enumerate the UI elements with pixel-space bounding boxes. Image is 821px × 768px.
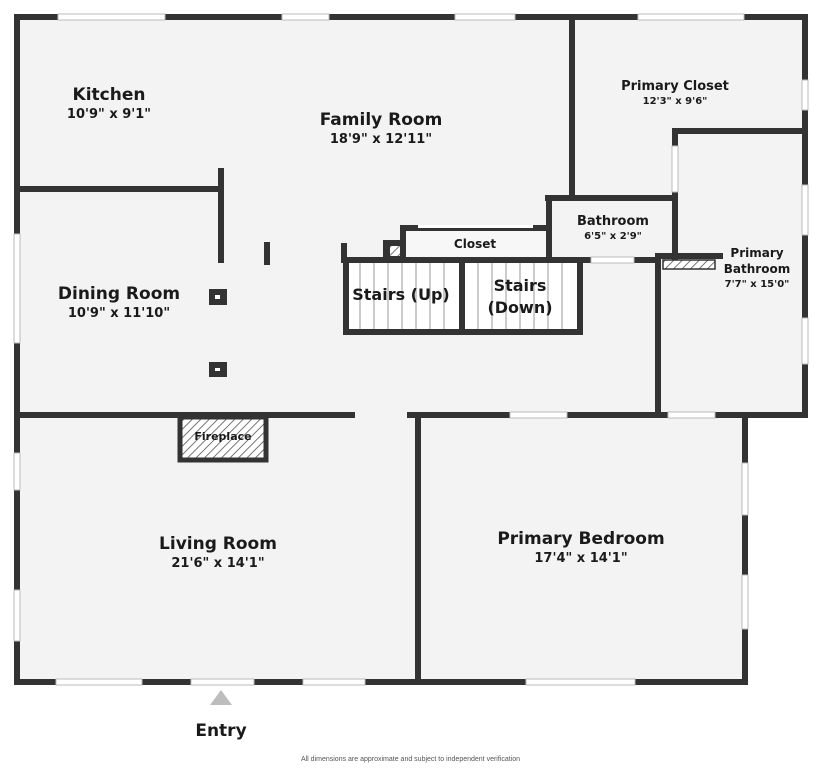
stairs-down-treads xyxy=(464,263,579,330)
disclaimer: All dimensions are approximate and subje… xyxy=(300,756,521,763)
kitchen-dim: 10'9" x 9'1" xyxy=(67,107,151,122)
primary-bathroom-name-line2: Bathroom xyxy=(724,262,790,276)
primary-bathroom-dim: 7'7" x 15'0" xyxy=(725,279,790,290)
dining-room-dim: 10'9" x 11'10" xyxy=(68,306,170,321)
family-room-dim: 18'9" x 12'11" xyxy=(330,132,432,147)
bathroom-name: Bathroom xyxy=(577,214,649,229)
stairs-up-treads xyxy=(346,263,460,330)
stairs-up-label: Stairs (Up) xyxy=(352,285,450,304)
primary-closet-dim: 12'3" x 9'6" xyxy=(643,96,708,107)
primary-bathroom-name-line1: Primary xyxy=(730,246,783,260)
columns xyxy=(209,244,402,377)
fireplace-label: Fireplace xyxy=(194,430,251,443)
primary-bedroom-dim: 17'4" x 14'1" xyxy=(534,551,627,566)
room-labels: Kitchen 10'9" x 9'1" Family Room 18'9" x… xyxy=(58,79,790,741)
bathroom-dim: 6'5" x 2'9" xyxy=(584,231,642,242)
bath-hatch xyxy=(662,259,716,270)
entry-arrow-icon xyxy=(210,690,232,705)
primary-closet-name: Primary Closet xyxy=(621,79,729,94)
living-room-dim: 21'6" x 14'1" xyxy=(171,556,264,571)
fireplace xyxy=(177,414,269,463)
primary-bedroom-name: Primary Bedroom xyxy=(497,529,664,549)
kitchen-name: Kitchen xyxy=(73,85,146,105)
living-room-name: Living Room xyxy=(159,534,277,554)
closet-floor xyxy=(406,231,546,257)
entry-label: Entry xyxy=(195,721,246,741)
windows xyxy=(13,13,809,686)
stairs-down-label-line2: (Down) xyxy=(487,298,552,317)
stairs-down-label-line1: Stairs xyxy=(494,276,547,295)
closet-top-strip xyxy=(418,225,533,228)
closet-name: Closet xyxy=(454,237,496,251)
dining-room-name: Dining Room xyxy=(58,284,180,304)
entry-opening xyxy=(190,678,255,686)
family-room-name: Family Room xyxy=(320,110,443,130)
